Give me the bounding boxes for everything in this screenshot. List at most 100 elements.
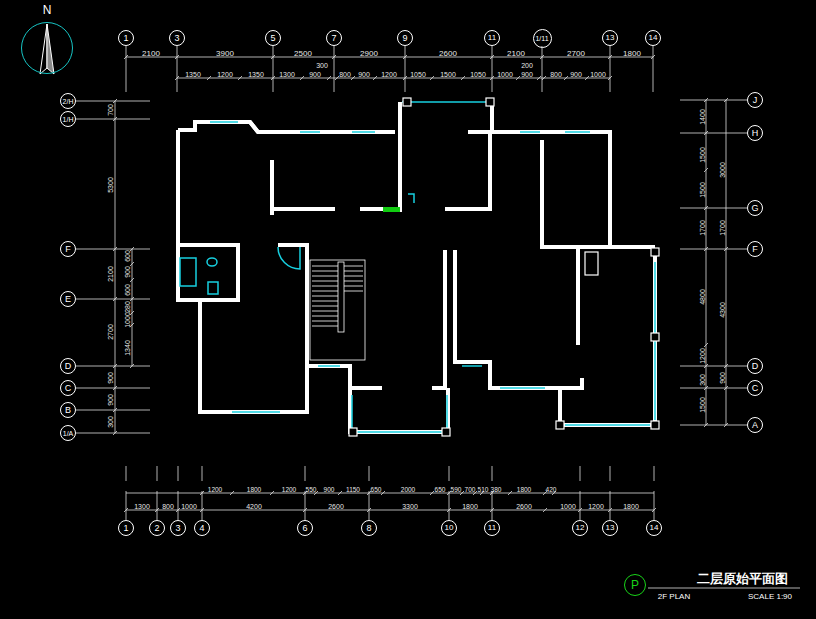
north-arrow: N [21,22,73,74]
grid-bubble: 4 [194,520,210,536]
dimension-text: 1200 [208,486,222,493]
dimension-text: 650 [435,486,446,493]
dimension-text: 3000 [712,162,728,178]
dimension-text: 900 [100,394,116,406]
dimension-text: 2700 [100,324,116,340]
grid-bubble: C [60,380,76,396]
dimension-text: 4200 [246,503,262,510]
dimension-text: 900 [570,64,582,80]
dimension-text: 5300 [100,177,116,193]
dimension-text: 2100 [142,43,160,59]
scale-note: SCALE 1:90 [748,586,792,602]
dimension-text: 1300 [134,496,150,512]
axis-label: C [65,384,72,393]
grid-bubble: H [747,125,763,141]
dimension-text: 1000 [590,71,606,78]
dimension-text: 1800 [623,43,641,59]
axis-label: E [65,295,71,304]
dimension-text: 900 [521,71,533,78]
dimension-text: 4800 [699,289,706,305]
dimension-text: 900 [719,372,726,384]
dimension-text: 1350 [248,64,264,80]
dimension-text: 300 [316,55,328,71]
dimension-text: 800 [162,503,174,510]
grid-bubble: 3 [169,30,185,46]
dimension-text: 1000 [117,312,133,328]
north-arrow-half [47,24,54,74]
axis-label: 1/H [63,116,74,123]
axis-label: F [752,245,758,254]
dimension-text: 2100 [107,266,114,282]
dimension-text: 1350 [185,71,201,78]
dimension-text: 280 [117,301,133,313]
dimension-text: 380 [491,479,502,495]
dimension-text: 1800 [623,49,641,58]
dimension-text: 2700 [567,43,585,59]
dimension-text: 2600 [328,496,344,512]
grid-bubble: 1 [118,30,134,46]
dimension-text: 900 [358,71,370,78]
dimension-text: 1800 [517,479,531,495]
axis-label: 1 [123,524,128,533]
grid-bubble: 1/H [60,111,76,127]
axis-label: 1/A [63,430,74,437]
grid-bubble: 1/A [60,425,76,441]
dimension-text: 1700 [692,220,708,236]
walls [178,102,655,432]
dimension-text: 3300 [402,503,418,510]
north-arrow-half [40,24,47,74]
dimension-text: 300 [316,62,328,69]
dimension-text: 900 [324,486,335,493]
dimension-text: 1400 [692,109,708,125]
axis-label: 1/11 [535,35,548,42]
axis-label: 1 [123,34,128,43]
grid-bubble: B [60,402,76,418]
dimension-text: 900 [117,266,133,278]
dimension-text: 590 [451,479,462,495]
grid-bubble: A [747,417,763,433]
axis-label: 3 [174,34,179,43]
scale-note: SCALE 1:90 [748,592,792,601]
dimension-text: 2100 [142,49,160,58]
dimension-text: 1000 [590,64,606,80]
axis-label: C [752,384,759,393]
dimension-text: 1200 [217,64,233,80]
dimension-text: 1200 [282,479,296,495]
dimension-text: 380 [491,486,502,493]
dimension-text: 200 [521,55,533,71]
axis-label: 8 [366,524,371,533]
dimension-text: 1000 [181,503,197,510]
dimension-text: 1050 [410,64,426,80]
dimension-text: 2100 [507,49,525,58]
axis-label: 14 [649,34,658,42]
dimension-text: 1500 [440,71,456,78]
axis-label: G [751,204,758,213]
dimension-lines [76,46,800,588]
dimension-text: 650 [371,479,382,495]
dimension-text: 2600 [516,503,532,510]
grid-bubble: C [747,380,763,396]
dimension-text: 1350 [248,71,264,78]
dimension-text: 1800 [623,503,639,510]
dimension-text: 1200 [692,348,708,364]
dimension-text: 590 [451,486,462,493]
grid-bubble: G [747,200,763,216]
dimension-text: 900 [107,372,114,384]
grid-bubble: 12 [572,520,588,536]
axis-label: 11 [488,34,496,42]
dimension-text: 1500 [699,397,706,413]
columns [349,98,659,436]
dimension-text: 1200 [699,348,706,364]
grid-bubble: D [60,358,76,374]
dimension-text: 1200 [588,496,604,512]
axis-label: 13 [606,524,615,532]
dimension-text: 900 [521,64,533,80]
dimension-text: 1200 [588,503,604,510]
grid-bubble: 3 [170,520,186,536]
dimension-text: 1700 [719,220,726,236]
dimension-text: 900 [712,372,728,384]
axis-label: D [65,362,72,371]
dimension-text: 420 [546,486,557,493]
grid-bubble: E [60,291,76,307]
grid-bubble: J [747,92,763,108]
